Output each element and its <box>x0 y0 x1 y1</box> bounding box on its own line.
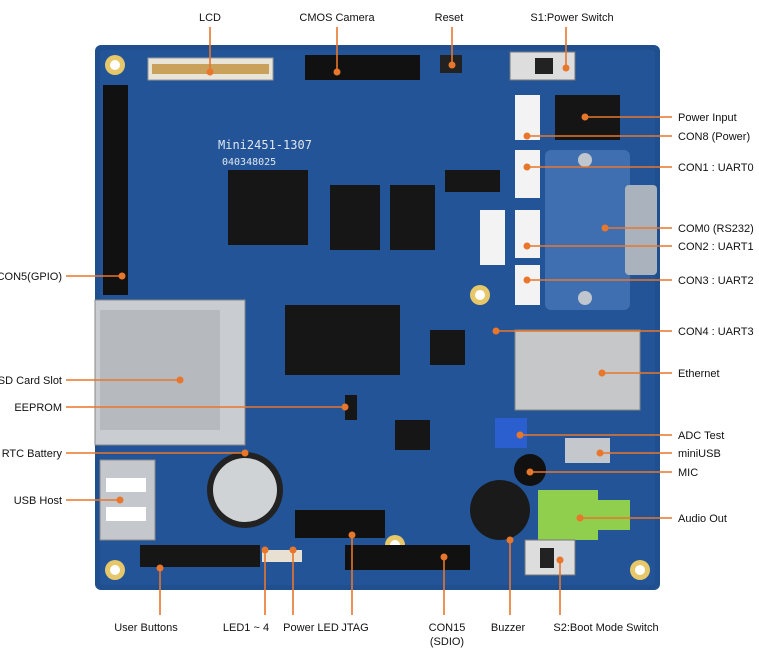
svg-text:ADC Test: ADC Test <box>678 430 724 442</box>
svg-text:USB Host: USB Host <box>14 495 62 507</box>
label-power-led: Power LED <box>283 546 339 634</box>
label-lcd: LCD <box>199 12 221 76</box>
label-buzzer: Buzzer <box>491 536 526 634</box>
svg-text:CON3 : UART2: CON3 : UART2 <box>678 275 754 287</box>
svg-text:CON5(GPIO): CON5(GPIO) <box>0 271 62 283</box>
pcb-board: Mini2451-1307 040348025 <box>94 45 660 590</box>
label-reset: Reset <box>435 12 464 69</box>
label-user-buttons: User Buttons <box>114 564 178 634</box>
svg-text:Ethernet: Ethernet <box>678 368 720 380</box>
svg-text:Power LED: Power LED <box>283 622 339 634</box>
label-jtag: JTAG <box>341 531 369 634</box>
label-adc-test: ADC Test <box>516 430 724 442</box>
label-com0-rs232: COM0 (RS232) <box>601 223 754 235</box>
label-miniusb: miniUSB <box>596 448 721 460</box>
svg-text:Audio Out: Audio Out <box>678 513 727 525</box>
svg-text:S2:Boot Mode Switch: S2:Boot Mode Switch <box>553 622 658 634</box>
label-con4-uart3: CON4 : UART3 <box>492 326 754 338</box>
label-mic: MIC <box>526 467 698 479</box>
svg-text:SD Card Slot: SD Card Slot <box>0 375 62 387</box>
label-con15-sdio: CON15 (SDIO) <box>429 553 466 648</box>
svg-text:CON2 : UART1: CON2 : UART1 <box>678 241 754 253</box>
svg-text:LED1 ~ 4: LED1 ~ 4 <box>223 622 269 634</box>
label-audio-out: Audio Out <box>576 513 727 525</box>
label-usb-host: USB Host <box>14 495 124 507</box>
svg-text:CON1 : UART0: CON1 : UART0 <box>678 162 754 174</box>
label-con5-gpio: CON5(GPIO) <box>0 271 126 283</box>
svg-text:CON4 : UART3: CON4 : UART3 <box>678 326 754 338</box>
label-rtc-battery: RTC Battery <box>2 448 249 460</box>
svg-text:RTC Battery: RTC Battery <box>2 448 63 460</box>
svg-text:CON15: CON15 <box>429 622 466 634</box>
label-con2-uart1: CON2 : UART1 <box>523 241 754 253</box>
label-sd-card-slot: SD Card Slot <box>0 375 184 387</box>
svg-text:Buzzer: Buzzer <box>491 622 526 634</box>
label-power-switch: S1:Power Switch <box>530 12 614 72</box>
svg-text:JTAG: JTAG <box>341 622 368 634</box>
svg-text:CON8 (Power): CON8 (Power) <box>678 131 750 143</box>
svg-text:(SDIO): (SDIO) <box>430 636 464 648</box>
svg-text:MIC: MIC <box>678 467 698 479</box>
svg-text:EEPROM: EEPROM <box>14 402 62 414</box>
label-con3-uart2: CON3 : UART2 <box>523 275 754 287</box>
svg-text:Reset: Reset <box>435 12 464 24</box>
label-ethernet: Ethernet <box>598 368 720 380</box>
svg-text:miniUSB: miniUSB <box>678 448 721 460</box>
label-eeprom: EEPROM <box>14 402 349 414</box>
label-leds: LED1 ~ 4 <box>223 546 269 634</box>
label-boot-switch: S2:Boot Mode Switch <box>553 556 659 634</box>
svg-text:COM0 (RS232): COM0 (RS232) <box>678 223 754 235</box>
svg-text:S1:Power Switch: S1:Power Switch <box>530 12 613 24</box>
board-serial-silkscreen: 040348025 <box>222 157 276 168</box>
label-cmos-camera: CMOS Camera <box>299 12 375 76</box>
svg-text:LCD: LCD <box>199 12 221 24</box>
svg-text:User Buttons: User Buttons <box>114 622 178 634</box>
svg-text:CMOS Camera: CMOS Camera <box>299 12 375 24</box>
label-power-input: Power Input <box>581 112 737 124</box>
label-con8: CON8 (Power) <box>523 131 750 143</box>
board-model-silkscreen: Mini2451-1307 <box>218 138 312 152</box>
label-con1-uart0: CON1 : UART0 <box>523 162 754 174</box>
svg-text:Power Input: Power Input <box>678 112 737 124</box>
